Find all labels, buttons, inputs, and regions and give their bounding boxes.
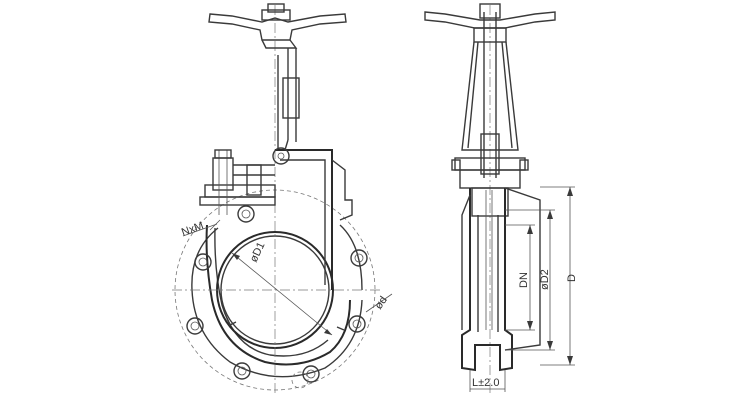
- d-leader: [365, 293, 393, 313]
- stem-coupling: [480, 133, 500, 175]
- body-outline: [205, 224, 351, 366]
- gate-plate-outline: [275, 149, 333, 290]
- bolt-spec-label: NxM: [180, 220, 205, 239]
- flange-outline: [191, 227, 363, 378]
- body-side-outline: [461, 188, 513, 372]
- bolt-holes: [186, 205, 368, 389]
- flange-face-right: [504, 187, 541, 351]
- stem-nut-housing: [282, 77, 300, 119]
- nominal-diameter-label: DN: [518, 272, 530, 288]
- side-view: D øD2 DN L±2.0: [424, 3, 578, 395]
- d1-dimension-line: [231, 252, 333, 336]
- bolt-stud: [246, 164, 262, 196]
- handwheel-front: [208, 3, 347, 49]
- gate-plate-inner: [280, 159, 326, 285]
- yoke-outer: [461, 41, 519, 151]
- body-inner-outline: [214, 227, 329, 357]
- front-view: NxM øD1 ød: [172, 3, 393, 395]
- packing-chamber: [471, 187, 509, 217]
- nut-left: [214, 149, 232, 159]
- packing-plate: [199, 196, 276, 206]
- nxm-leader: [182, 223, 218, 237]
- outer-diameter-label: D: [566, 274, 578, 282]
- inner-diameter-label: øD1: [248, 240, 268, 264]
- stem-clevis: [272, 147, 290, 165]
- face-length-label: L±2.0: [472, 377, 499, 389]
- pitch-diameter-label: øD2: [539, 269, 551, 290]
- gland-flange: [204, 184, 276, 198]
- handwheel-side: [424, 3, 556, 43]
- gland-right: [331, 159, 353, 221]
- flange-outline-right: [339, 224, 363, 291]
